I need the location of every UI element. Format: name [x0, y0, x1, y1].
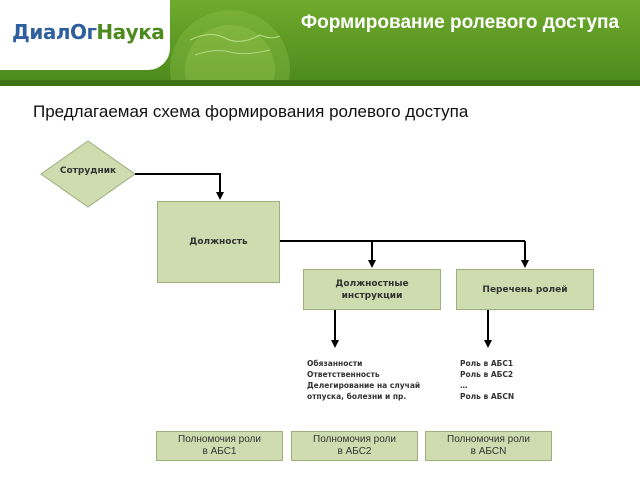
company-logo: ДиалОгНаука: [12, 20, 165, 44]
list-item: Роль в АБС2: [460, 370, 514, 379]
list-item: Роль в АБСN: [460, 392, 515, 401]
permissions-label-line2: в АБСN: [470, 446, 507, 457]
position-label: Должность: [189, 237, 248, 247]
list-item: Делегирование на случай: [307, 381, 421, 390]
header-divider: [0, 80, 640, 86]
permissions-box-abs1: Полномочия роли в АБС1: [156, 431, 283, 461]
logo-container: ДиалОгНаука: [0, 0, 170, 70]
job-instructions-box: Должностные инструкции: [303, 269, 441, 310]
list-item: …: [460, 381, 468, 390]
roles-list: Роль в АБС1 Роль в АБС2 … Роль в АБСN: [460, 358, 514, 402]
permissions-box-absn: Полномочия роли в АБСN: [425, 431, 552, 461]
list-item: Ответственность: [307, 370, 380, 379]
slide-subtitle: Предлагаемая схема формирования ролевого…: [33, 102, 469, 121]
employee-label: Сотрудник: [59, 166, 117, 176]
employee-diamond: [40, 140, 136, 208]
list-item: Роль в АБС1: [460, 359, 514, 368]
list-item: Обязанности: [307, 359, 363, 368]
slide-title: Формирование ролевого доступа: [300, 12, 620, 33]
permissions-label-line2: в АБС2: [337, 446, 372, 457]
permissions-label-line1: Полномочия роли: [178, 434, 261, 445]
permissions-box-abs2: Полномочия роли в АБС2: [291, 431, 418, 461]
permissions-label-line1: Полномочия роли: [313, 434, 396, 445]
role-list-box: Перечень ролей: [456, 269, 594, 310]
globe-graphic: [170, 10, 290, 80]
arrow-employee-position: [135, 173, 224, 200]
permissions-label-line1: Полномочия роли: [447, 434, 530, 445]
role-list-label: Перечень ролей: [482, 284, 568, 295]
job-instructions-label: Должностные инструкции: [335, 278, 409, 301]
position-box: Должность: [157, 201, 280, 283]
permissions-label-line2: в АБС1: [202, 446, 237, 457]
duties-list: Обязанности Ответственность Делегировани…: [307, 358, 420, 402]
list-item: отпуска, болезни и пр.: [307, 392, 407, 401]
